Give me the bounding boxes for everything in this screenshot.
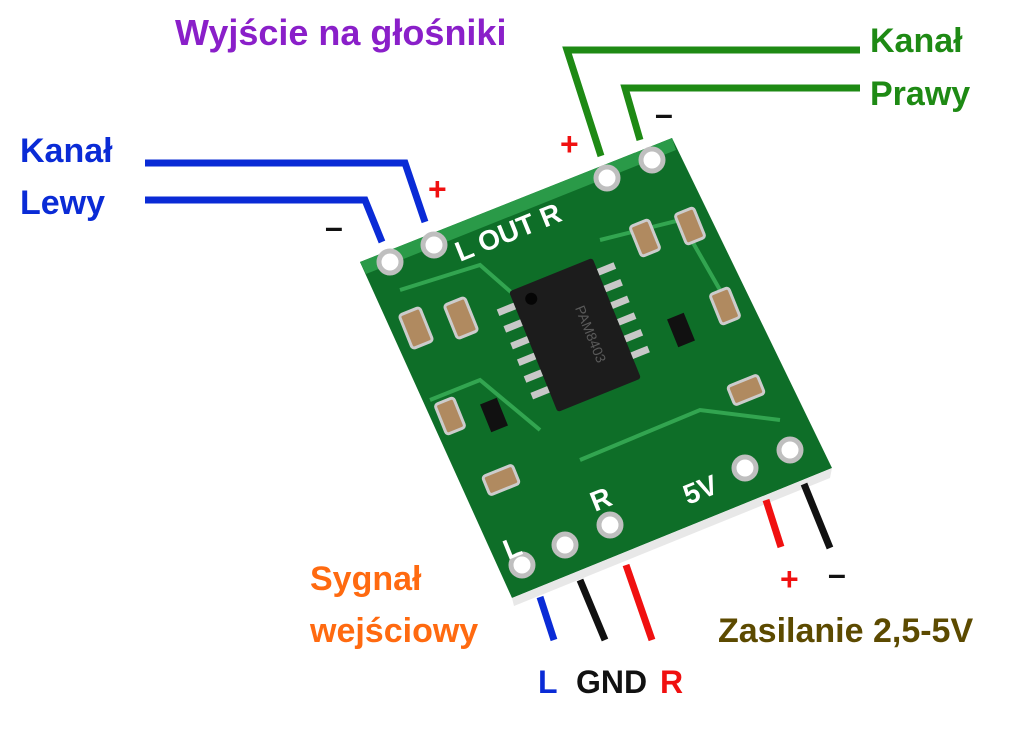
power-plus-sign: + [780,561,799,597]
power-plus-wire [762,498,785,549]
pin-gnd-label: GND [576,664,647,700]
input-label-2: wejściowy [309,612,478,650]
pin-left-label: L [538,664,558,700]
left-plus-sign: + [428,171,447,207]
input-gnd-wire [576,578,609,642]
right-minus-wire [620,84,860,141]
input-label-1: Sygnał [310,560,422,598]
left-plus-wire [145,159,429,224]
input-right-wire [622,563,656,642]
speaker-output-title: Wyjście na głośniki [175,12,506,53]
right-channel-label-2: Prawy [870,75,970,113]
power-minus-wire [800,482,834,550]
solder-pads [376,146,804,579]
right-minus-sign: – [655,96,673,132]
power-label: Zasilanie 2,5-5V [718,612,973,650]
right-plus-sign: + [560,126,579,162]
pam8403-chip: PAM8403 [496,258,650,412]
right-channel-label-1: Kanał [870,22,963,60]
right-plus-wire [562,46,860,158]
left-channel-label-2: Lewy [20,184,105,222]
left-minus-wire [145,196,386,244]
power-minus-sign: – [828,556,846,592]
left-minus-sign: – [325,209,343,245]
amplifier-board: PAM8403 L OUT R 5V R L [360,138,832,606]
pin-right-label: R [660,664,683,700]
left-channel-label-1: Kanał [20,132,113,170]
input-left-wire [536,595,558,642]
